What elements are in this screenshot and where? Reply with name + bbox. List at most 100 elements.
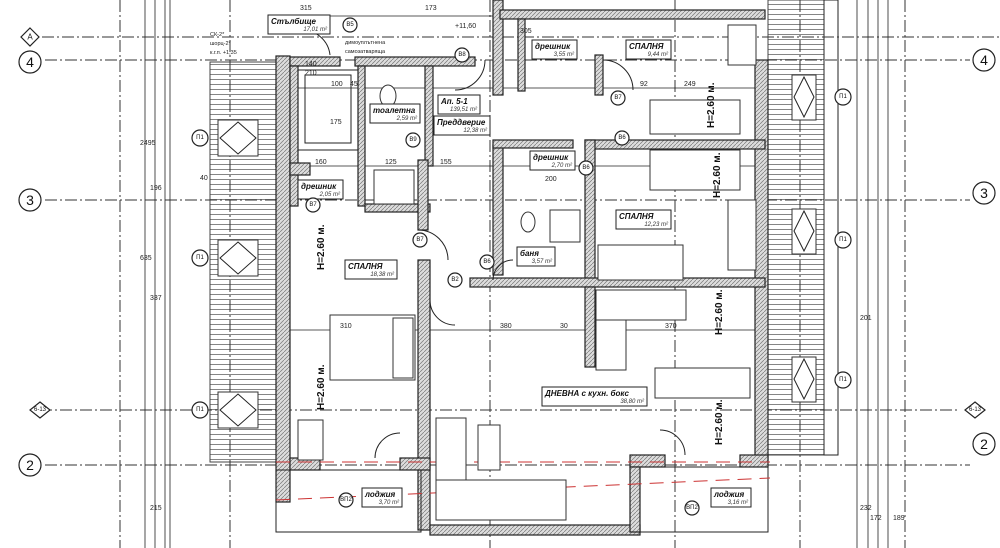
room-area: 38,80 m²: [620, 399, 645, 405]
svg-text:6-13: 6-13: [969, 407, 982, 413]
axis-bubble-2-left: 2: [18, 453, 42, 477]
room-name: баня: [520, 249, 539, 258]
dimension-label: 100: [331, 81, 343, 88]
axis-bubble-4-right: 4: [972, 48, 996, 72]
desk: [727, 199, 757, 271]
room-area: 3,70 m²: [379, 500, 400, 506]
room-name: тоалетна: [373, 106, 416, 115]
shaft-note: СК-2*: [210, 32, 225, 38]
tags: B5B8B9B6B7B7B6B7B2B6ВП2ВП2П1П1П1П1П1П131…: [140, 5, 905, 522]
door-tag: [479, 254, 495, 270]
door-tag: [405, 132, 421, 148]
room-name: Ап. 5-1: [440, 97, 468, 106]
room-name: Стълбище: [271, 17, 317, 26]
door-tag: [412, 232, 428, 248]
room-label-box: [710, 487, 752, 508]
shaft-note: к.г.п. +1,35: [210, 50, 237, 56]
axis-bubble-2-right: 2: [972, 432, 996, 456]
door-tag: [610, 90, 626, 106]
dimension-label: 196: [150, 185, 162, 192]
room-name: лоджия: [713, 490, 744, 499]
door-tag-label: B8: [458, 52, 466, 58]
room-area: 3,16 m²: [728, 500, 749, 506]
door-tag-label: B2: [451, 277, 459, 283]
room-name: лоджия: [364, 490, 395, 499]
dimension-label: 635: [140, 255, 152, 262]
dimension-label: 125: [385, 159, 397, 166]
lift-shaft: [297, 69, 359, 151]
axis-bubble-4-left: 4: [18, 50, 42, 74]
svg-text:A: A: [27, 33, 33, 42]
coffee-table: [477, 424, 501, 471]
door-tag-label: B6: [483, 259, 491, 265]
room-area: 18,38 m²: [370, 272, 395, 278]
axis-bubble-3-right: 3: [972, 181, 996, 205]
door-tag: [305, 197, 321, 213]
room-label-box: [361, 487, 403, 508]
dimension-label: 155: [440, 159, 452, 166]
ceiling-height: H=2.60 м.: [706, 82, 717, 128]
door-tag: [578, 160, 594, 176]
dimension-label: 215: [150, 505, 162, 512]
axis-bubble-A: A: [20, 27, 40, 47]
door-tag-label: B7: [416, 237, 424, 243]
window-tag: [191, 249, 209, 267]
room-name: Преддверие: [437, 118, 486, 127]
window-tag: [834, 231, 852, 249]
door-tag-label: ВП2: [340, 497, 352, 503]
room-label-box: [625, 39, 672, 60]
svg-text:2: 2: [980, 436, 988, 452]
svg-text:3: 3: [980, 185, 988, 201]
room-area: 2,05 m²: [319, 192, 341, 198]
dimension-label: 305: [520, 28, 532, 35]
dining-table: [654, 367, 751, 399]
roof-windows-right: [791, 74, 817, 403]
svg-text:4: 4: [980, 52, 988, 68]
desk: [727, 24, 757, 66]
dimension-lines: [144, 0, 889, 548]
room-label-box: [531, 39, 578, 60]
room-label-box: [615, 209, 672, 230]
room-area: 3,55 m²: [554, 52, 575, 58]
kitchen-counter: [595, 289, 687, 321]
room-area: 12,38 m²: [463, 128, 488, 134]
ceiling-height: H=2.60 м.: [714, 289, 725, 335]
dimension-label: 30: [560, 323, 568, 330]
loggia-outline: [275, 469, 422, 533]
svg-text:4: 4: [26, 54, 34, 70]
dimension-label: 175: [330, 119, 342, 126]
dimension-label: 140: [305, 61, 317, 68]
room-area: 3,57 m²: [532, 259, 553, 265]
walls: [275, 0, 769, 536]
window-tag-label: П1: [839, 237, 847, 243]
room-name: СПАЛНЯ: [629, 42, 664, 51]
room-area: 2,70 m²: [551, 163, 573, 169]
ceiling-height: H=2.60 м.: [316, 364, 327, 410]
bed: [597, 244, 684, 281]
room-area: 2,59 m²: [396, 116, 418, 122]
room-label-box: [529, 150, 576, 171]
furniture: [297, 24, 757, 521]
room-area: 9,44 m²: [648, 52, 669, 58]
door-tag-label: B6: [618, 135, 626, 141]
door-tag-label: B9: [409, 137, 417, 143]
door-tag-label: B7: [309, 202, 317, 208]
shower: [373, 169, 415, 205]
shaft-note: шорц-2*: [210, 41, 232, 47]
section-marker-left: 6-13: [29, 401, 51, 419]
room-area: 12,23 m²: [644, 222, 669, 228]
window-tag-label: П1: [839, 94, 847, 100]
room-label-box: [344, 259, 398, 280]
dimension-label: 40: [200, 175, 208, 182]
window-tag-label: П1: [196, 135, 204, 141]
